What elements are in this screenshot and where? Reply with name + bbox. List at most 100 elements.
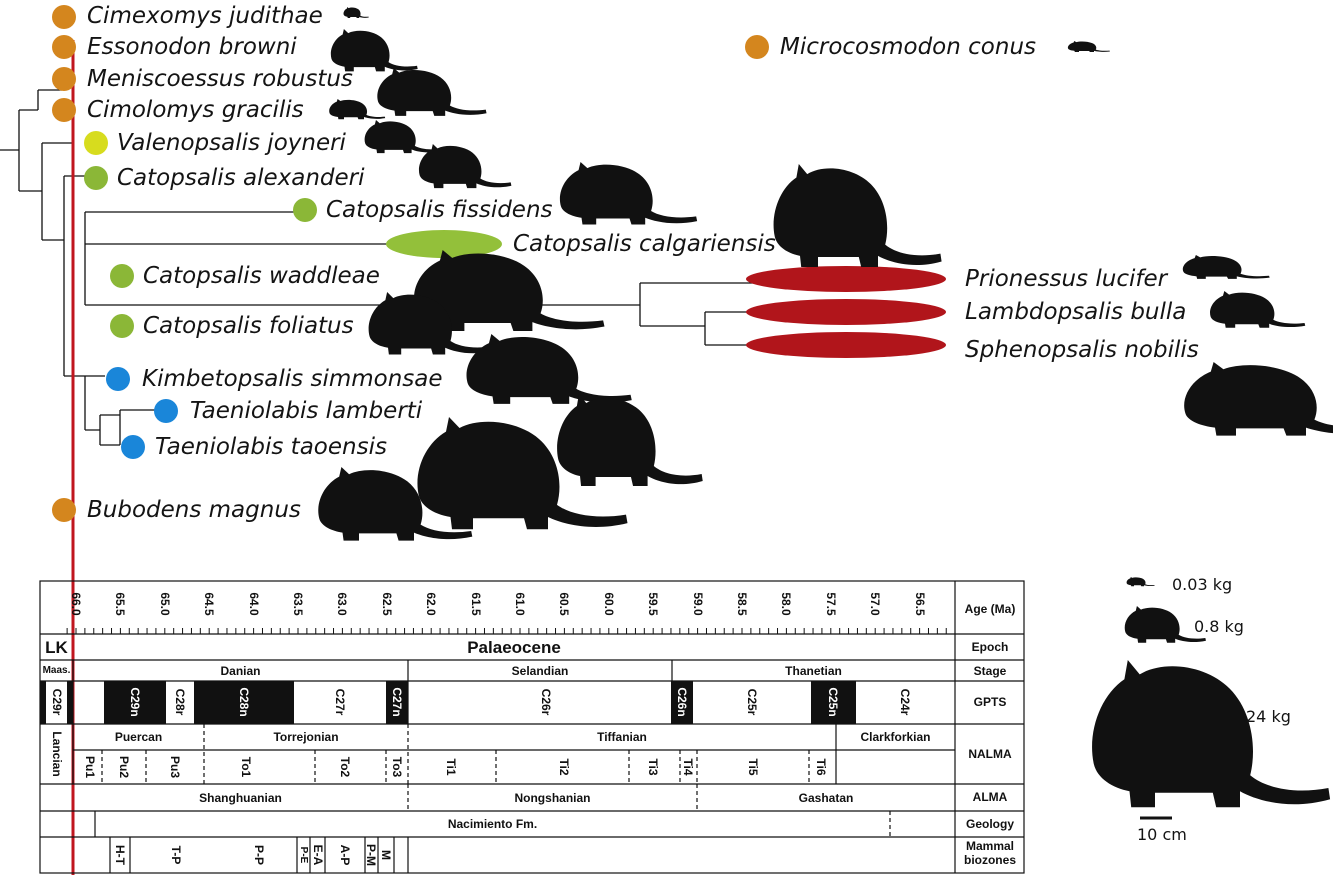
gpts-c29n: C29n bbox=[128, 687, 142, 717]
tree-branch bbox=[480, 282, 770, 327]
nalma-zone-pu3: Pu3 bbox=[168, 755, 182, 779]
taxon-label-valenopsalis: Valenopsalis joyneri bbox=[117, 130, 346, 156]
nalma-zone-ti5: Ti5 bbox=[746, 758, 760, 776]
nalma-zone-to2: To2 bbox=[338, 756, 352, 778]
chron-c27n bbox=[386, 681, 408, 724]
dot-fissidens bbox=[293, 198, 317, 222]
nalma-clarkforkian: Clarkforkian bbox=[860, 730, 931, 744]
chron-c29n bbox=[104, 681, 166, 724]
dot-kimbetopsalis bbox=[106, 367, 130, 391]
dot-bubodens bbox=[52, 498, 76, 522]
taxon-dots bbox=[52, 5, 769, 522]
taxon-label-fissidens: Catopsalis fissidens bbox=[326, 197, 553, 223]
dot-essonodon bbox=[52, 35, 76, 59]
age-tick-62.5: 62.5 bbox=[379, 592, 394, 616]
nalma-torrejonian: Torrejonian bbox=[273, 730, 339, 744]
taxon-label-foliatus: Catopsalis foliatus bbox=[143, 313, 354, 339]
silhouette-cimexomys bbox=[343, 7, 369, 19]
stage-selandian: Selandian bbox=[511, 664, 569, 678]
range-bar-sphenopsalis bbox=[746, 332, 946, 358]
taxon-label-cimexomys: Cimexomys judithae bbox=[87, 3, 323, 29]
chron-c29r-right bbox=[67, 681, 73, 724]
chron-c25n bbox=[811, 681, 856, 724]
alma-shanghuanian: Shanghuanian bbox=[199, 791, 282, 805]
taxon-label-meniscoessus: Meniscoessus robustus bbox=[87, 66, 353, 92]
silhouette-meniscoessus bbox=[377, 68, 487, 116]
tree-branch bbox=[0, 89, 62, 191]
scale-label-medium: 0.8 kg bbox=[1194, 617, 1244, 636]
taxon-label-bubodens: Bubodens magnus bbox=[87, 497, 301, 523]
dot-lamberti bbox=[154, 399, 178, 423]
silhouette-kimbetopsalis bbox=[466, 334, 632, 404]
dot-taoensis bbox=[121, 435, 145, 459]
biozone-p-p: P-P bbox=[252, 844, 266, 866]
age-tick-61.5: 61.5 bbox=[468, 592, 483, 616]
scale-silhouette-small bbox=[1126, 577, 1155, 587]
biozone-h-t: H-T bbox=[113, 845, 127, 865]
gpts-c25n: C25n bbox=[826, 687, 840, 717]
dot-cimolomys bbox=[52, 98, 76, 122]
nalma-puercan: Puercan bbox=[114, 730, 163, 744]
nalma-tiffanian: Tiffanian bbox=[597, 730, 647, 744]
taxon-label-calgariensis: Catopsalis calgariensis bbox=[513, 231, 776, 257]
chron-c28n bbox=[194, 681, 294, 724]
alma-gashatan: Gashatan bbox=[798, 791, 854, 805]
chron-c29r-left bbox=[40, 681, 46, 724]
nalma-zone-ti6: Ti6 bbox=[814, 758, 828, 776]
row-label-stage: Stage bbox=[973, 664, 1007, 678]
nalma-zone-pu2: Pu2 bbox=[117, 755, 131, 779]
dot-cimexomys bbox=[52, 5, 76, 29]
age-tick-65.5: 65.5 bbox=[113, 592, 128, 616]
row-label-age: Age (Ma) bbox=[964, 602, 1016, 616]
biozone-m: M bbox=[379, 850, 393, 860]
timescale-table bbox=[39, 580, 1025, 874]
alma-nongshanian: Nongshanian bbox=[514, 791, 591, 805]
stage-thanetian: Thanetian bbox=[785, 664, 842, 678]
nalma-zone-pu1: Pu1 bbox=[83, 755, 97, 779]
scale-label-large: 24 kg bbox=[1246, 707, 1291, 726]
taxon-label-lambdopsalis: Lambdopsalis bulla bbox=[965, 299, 1187, 325]
age-minor-ticks bbox=[66, 628, 947, 634]
nalma-zone-ti2: Ti2 bbox=[557, 758, 571, 776]
range-bar-lambdopsalis bbox=[746, 299, 946, 325]
taxon-label-microcosmodon: Microcosmodon conus bbox=[780, 34, 1036, 60]
epoch-lk: LK bbox=[45, 638, 68, 657]
age-tick-60.5: 60.5 bbox=[557, 592, 572, 616]
age-tick-58.0: 58.0 bbox=[779, 592, 794, 616]
age-tick-63.5: 63.5 bbox=[291, 592, 305, 616]
tree-branch bbox=[84, 375, 155, 446]
row-label-geology: Geology bbox=[965, 817, 1014, 831]
age-tick-57.5: 57.5 bbox=[823, 592, 838, 616]
age-tick-61.0: 61.0 bbox=[513, 592, 527, 616]
scale-silhouette-large bbox=[1092, 660, 1331, 808]
gpts-c27r: C27r bbox=[333, 688, 347, 716]
range-bar-prionessus bbox=[746, 266, 946, 292]
age-tick-64.5: 64.5 bbox=[202, 592, 217, 616]
silhouette-valenopsalis bbox=[364, 120, 441, 154]
scale-bar-label: 10 cm bbox=[1137, 825, 1187, 844]
taxon-label-taoensis: Taeniolabis taoensis bbox=[155, 434, 387, 460]
gpts-c26n: C26n bbox=[675, 687, 689, 717]
nalma-zone-ti1: Ti1 bbox=[444, 758, 458, 776]
dot-waddleae bbox=[110, 264, 134, 288]
age-tick-59.0: 59.0 bbox=[690, 592, 705, 616]
taxon-label-essonodon: Essonodon browni bbox=[87, 34, 297, 60]
age-tick-59.5: 59.5 bbox=[646, 592, 661, 616]
dot-valenopsalis bbox=[84, 131, 108, 155]
nalma-zone-ti3: Ti3 bbox=[646, 758, 660, 776]
nalma-lancian: Lancian bbox=[50, 731, 64, 777]
row-label-epoch: Epoch bbox=[971, 640, 1009, 654]
age-tick-65.0: 65.0 bbox=[157, 592, 172, 616]
range-bar-calgariensis bbox=[386, 230, 502, 258]
dot-foliatus bbox=[110, 314, 134, 338]
biozone-t-p: T-P bbox=[169, 845, 183, 865]
silhouette-microcosmodon bbox=[1067, 41, 1110, 53]
taxon-label-alexanderi: Catopsalis alexanderi bbox=[117, 165, 365, 191]
silhouette-lamberti bbox=[557, 394, 703, 486]
age-tick-57.0: 57.0 bbox=[868, 592, 883, 616]
stage-maas: Maas. bbox=[42, 665, 71, 676]
age-tick-60.0: 60.0 bbox=[601, 592, 616, 616]
tree-branch bbox=[84, 211, 480, 306]
silhouette-prionessus bbox=[1182, 255, 1270, 279]
gpts-c26r: C26r bbox=[539, 688, 553, 716]
